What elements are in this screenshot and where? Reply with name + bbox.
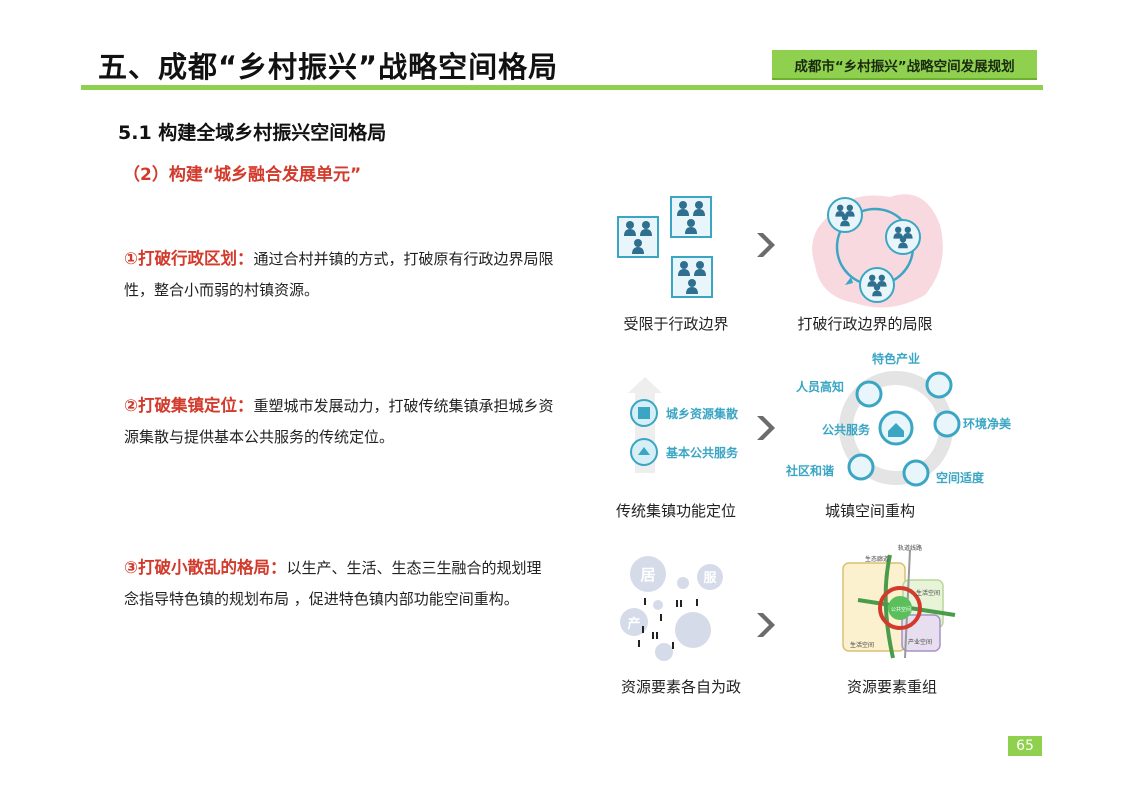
map-label-living: 生活空间 [916,589,940,597]
bubble-industry [620,608,648,636]
row2-left-caption: 传统集镇功能定位 [615,502,736,520]
bubble-dot [677,577,689,589]
row1-left-caption: 受限于行政边界 [623,315,729,333]
person-figure [680,600,682,607]
person-figure [642,626,644,633]
point-1: ①打破行政区划：通过合村并镇的方式，打破原有行政边界局限性，整合小而弱的村镇资源… [124,243,556,306]
row3-left-caption: 资源要素各自为政 [620,678,741,696]
row3-right-caption: 资源要素重组 [846,678,937,696]
service-icon-mark [638,447,650,455]
person-figure [672,642,674,649]
ring-label-right: 环境净美 [963,416,1012,431]
map-label-living-2: 生活空间 [850,641,874,649]
village-box-icon [618,217,658,257]
industry-icon [925,371,953,399]
public-space-core [888,596,912,620]
left-label-1: 城乡资源集散 [666,406,739,421]
chevron-right-icon [757,233,775,257]
chevron-right-icon [757,416,775,440]
chevron-right-icon [757,613,775,637]
page-number: 65 [1008,736,1042,756]
village-box-icon [671,197,711,237]
bubble-label-industry: 产 [627,616,640,632]
point-2: ②打破集镇定位：重塑城市发展动力，打破传统集镇承担城乡资源集散与提供基本公共服务… [124,390,556,453]
row1-right-caption: 打破行政边界的局限 [797,315,933,333]
point-2-text: 重塑城市发展动力，打破传统集镇承担城乡资源集散与提供基本公共服务的传统定位。 [124,397,554,446]
row2-right-caption: 城镇空间重构 [824,502,915,520]
left-label-2: 基本公共服务 [665,445,739,460]
public-space-ring [878,586,922,630]
bubble-service [697,564,723,590]
community-icon [847,453,875,481]
village-circle-icon [886,220,920,254]
person-figure [696,599,698,606]
bubble-label-service: 服 [703,571,717,586]
person-figure [644,598,646,605]
ring-label-top: 特色产业 [872,351,920,366]
ring-label-bottom-left: 社区和谐 [785,463,834,478]
resource-icon-mark [638,407,650,419]
section-subtitle: （2）构建“城乡融合发展单元” [123,165,362,185]
document-badge: 成都市“乡村振兴”战略空间发展规划 [772,50,1037,80]
map-label-ecology: 生态廊道 [865,555,889,563]
person-figure [660,614,662,621]
person-figure [656,632,658,639]
person-figure [638,640,640,647]
town-function-diagram: 城乡资源集散 基本公共服务 特色产业 人员高知 环境净美 公共服务 社区和谐 空… [628,351,1012,487]
bubble-label-living: 居 [640,566,655,584]
ring-label-center: 公共服务 [822,422,871,437]
point-1-heading: ①打破行政区划： [124,249,254,268]
map-label-rail: 轨道线路 [898,544,922,552]
map-label-industry: 产业空间 [908,638,932,646]
bubble-living [630,556,666,592]
bubble-small [655,643,673,661]
person-figure [676,600,678,607]
person-figure [652,632,654,639]
village-circle-icon [860,268,894,302]
map-label-public: 公共空间 [891,606,911,613]
page-title: 五、成都“乡村振兴”战略空间格局 [98,50,559,84]
point-3-text: 以生产、生活、生态三生融合的规划理念指导特色镇的规划布局 ，促进特色镇内部功能空… [124,559,542,608]
bubble-dot [653,600,663,610]
header-divider [81,85,1043,90]
bubble-large [675,612,711,648]
ring-label-top-left: 人员高知 [796,379,844,394]
section-title: 5.1 构建全域乡村振兴空间格局 [118,122,387,144]
cycle-arrow-icon [845,277,853,285]
space-icon [902,459,930,487]
environment-icon [933,410,961,438]
people-icon [855,380,883,408]
admin-boundary-diagram [605,194,943,308]
point-1-text: 通过合村并镇的方式，打破原有行政边界局限性，整合小而弱的村镇资源。 [124,250,554,299]
resource-reorg-diagram: 居 服 产 生态廊道 轨道线路 生活空间 生活空间 产业空间 公共空间 [620,544,956,661]
point-3: ③打破小散乱的格局：以生产、生活、生态三生融合的规划理念指导特色镇的规划布局 ，… [124,552,556,615]
ring-label-bottom-right: 空间适度 [936,470,985,485]
village-box-icon [672,257,712,297]
point-3-heading: ③打破小散乱的格局： [124,558,287,577]
village-circle-icon [828,198,862,232]
house-icon [888,423,904,437]
point-2-heading: ②打破集镇定位： [124,396,254,415]
